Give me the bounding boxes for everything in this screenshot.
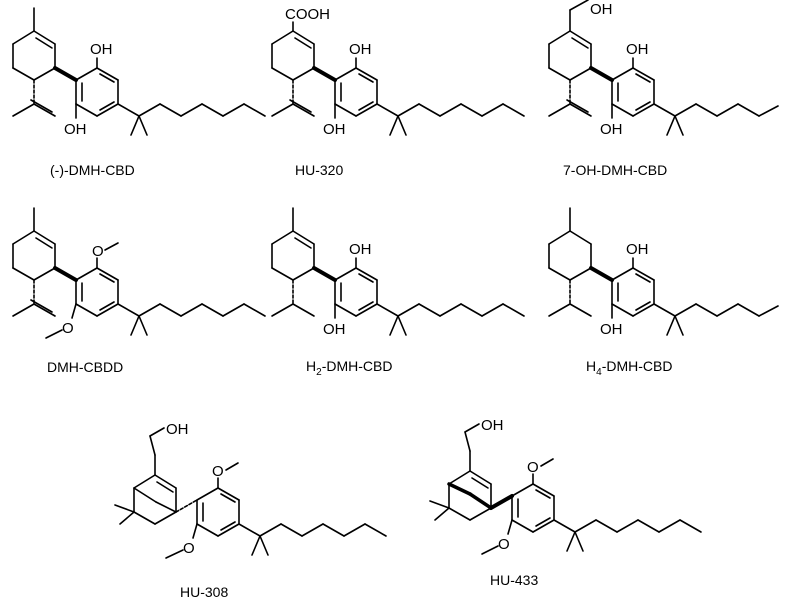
- methoxy-oxygen-label: O: [212, 463, 224, 480]
- compound-h2-dmh-cbd: OH OH H2-DMH-CBD: [271, 207, 525, 378]
- compound-h4-dmh-cbd: OH OH H4-DMH-CBD: [548, 207, 779, 378]
- hydroxyl-label: OH: [600, 121, 623, 138]
- hydroxyl-label: OH: [626, 241, 649, 258]
- hydroxyl-label: OH: [323, 121, 346, 138]
- structure-drawing: [12, 7, 266, 136]
- hydroxyl-label: OH: [626, 41, 649, 58]
- compound-caption: H2-DMH-CBD: [306, 358, 392, 378]
- compound-hu-308: OH O O HU-308: [114, 421, 387, 600]
- hydroxyl-label: OH: [349, 241, 372, 258]
- methoxy-oxygen-label: O: [527, 459, 539, 476]
- hydroxyl-label: OH: [323, 321, 346, 338]
- caption-subscript: 2: [316, 367, 322, 378]
- compound-7-oh-dmh-cbd: OH OH OH 7-OH-DMH-CBD: [548, 0, 779, 178]
- hydroxyl-label: OH: [349, 41, 372, 58]
- hydroxyl-label: OH: [481, 417, 504, 434]
- compound-hu-320: COOH OH OH HU-320: [271, 6, 525, 178]
- hydroxyl-label: OH: [64, 121, 87, 138]
- methoxy-oxygen-label: O: [498, 536, 510, 553]
- compound-dmh-cbd: OH OH (-)-DMH-CBD: [12, 7, 266, 178]
- carboxyl-label: COOH: [285, 6, 330, 23]
- compound-caption: (-)-DMH-CBD: [50, 162, 135, 178]
- hydroxyl-label: OH: [590, 1, 613, 18]
- caption-main: H: [306, 358, 316, 374]
- compound-caption: 7-OH-DMH-CBD: [563, 162, 667, 178]
- compound-caption: HU-320: [295, 162, 343, 178]
- structure-drawing: [271, 207, 525, 336]
- structure-drawing: [271, 21, 525, 136]
- caption-subscript: 4: [596, 367, 602, 378]
- compound-caption: HU-308: [180, 584, 228, 600]
- compound-caption: H4-DMH-CBD: [586, 358, 672, 378]
- compound-hu-433: OH O O HU-433: [429, 417, 702, 588]
- methoxy-oxygen-label: O: [62, 320, 74, 337]
- hydroxyl-label: OH: [166, 421, 189, 438]
- methoxy-oxygen-label: O: [92, 243, 104, 260]
- structure-drawing: [114, 427, 387, 559]
- methoxy-oxygen-label: O: [183, 540, 195, 557]
- caption-rest: -DMH-CBD: [322, 358, 393, 374]
- structure-drawing: [429, 423, 702, 555]
- compound-caption: DMH-CBDD: [47, 359, 123, 375]
- structure-drawing: [12, 207, 266, 339]
- caption-rest: -DMH-CBD: [602, 358, 673, 374]
- hydroxyl-label: OH: [600, 321, 623, 338]
- structure-drawing: [548, 0, 779, 136]
- compound-dmh-cbdd: O O DMH-CBDD: [12, 207, 266, 375]
- structure-drawing: [548, 207, 779, 336]
- caption-main: H: [586, 358, 596, 374]
- compound-caption: HU-433: [490, 572, 538, 588]
- hydroxyl-label: OH: [90, 41, 113, 58]
